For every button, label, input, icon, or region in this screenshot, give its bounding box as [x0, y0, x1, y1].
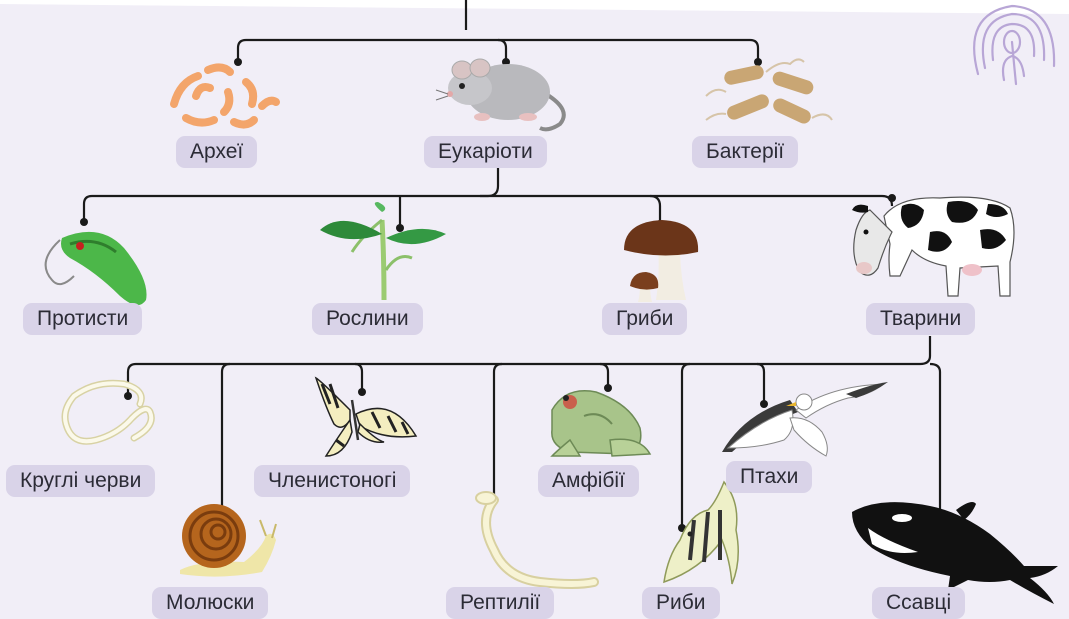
label-birds: Птахи	[726, 461, 812, 493]
label-mollusks: Молюски	[152, 587, 268, 619]
roundworm-icon	[65, 383, 151, 441]
label-fish: Риби	[642, 587, 720, 619]
connector-dots	[80, 58, 944, 532]
snake-icon	[476, 492, 594, 584]
label-amphibians: Амфібії	[538, 465, 639, 497]
label-animals: Тварини	[866, 303, 975, 335]
label-reptiles: Рептилії	[446, 587, 554, 619]
angelfish-icon	[664, 482, 738, 584]
label-plants: Рослини	[312, 303, 423, 335]
mouse-icon	[436, 59, 564, 129]
label-arthropods: Членистоногі	[254, 465, 410, 497]
cow-icon	[852, 197, 1014, 296]
page-edge	[0, 0, 1069, 14]
frog-icon	[552, 391, 650, 456]
snail-icon	[180, 504, 276, 577]
seagull-icon	[722, 382, 888, 456]
plant-icon	[320, 202, 446, 300]
butterfly-icon	[316, 378, 416, 456]
label-eukaryotes: Еукаріоти	[424, 136, 547, 168]
label-roundworms: Круглі черви	[6, 465, 155, 497]
bacteria-icon	[706, 59, 832, 125]
label-bacteria: Бактерії	[692, 136, 798, 168]
fingerprint-icon	[974, 6, 1054, 84]
protist-icon	[46, 232, 147, 305]
label-mammals: Ссавці	[872, 587, 965, 619]
archaea-icon	[174, 67, 276, 124]
label-fungi: Гриби	[602, 303, 687, 335]
label-protists: Протисти	[23, 303, 142, 335]
mushroom-icon	[624, 220, 698, 302]
label-archaea: Археї	[176, 136, 257, 168]
